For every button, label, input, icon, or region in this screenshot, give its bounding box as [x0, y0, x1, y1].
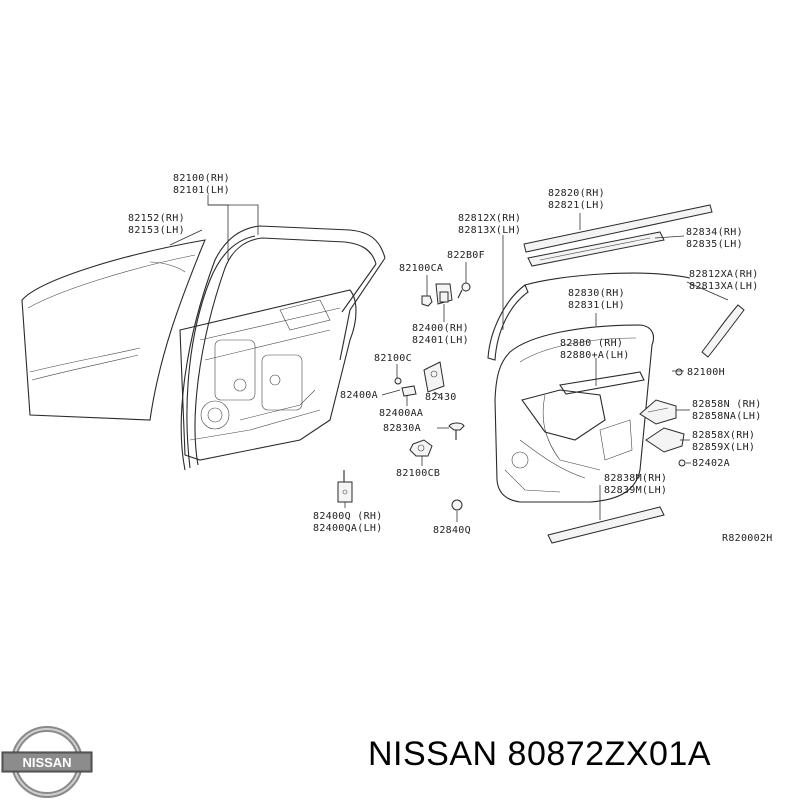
part-82402a-screw	[678, 459, 686, 467]
diagram-reference-code: R820002H	[722, 533, 773, 544]
label-82838m: 82838M(RH)	[604, 473, 667, 484]
callout-labels: 82100(RH) 82101(LH) 82152(RH) 82153(LH) …	[128, 173, 773, 544]
door-outer-panel	[21, 239, 206, 421]
part-82830a-clip	[448, 422, 465, 440]
part-82858x-bracket	[645, 427, 685, 453]
label-82812xa: 82812XA(RH)	[689, 269, 759, 280]
label-822b0f: 822B0F	[447, 250, 485, 261]
part-82100h-clip	[675, 368, 683, 376]
label-82858na: 82858NA(LH)	[692, 411, 762, 422]
label-82400q: 82400Q (RH)	[313, 511, 383, 522]
part-822b0f	[457, 282, 471, 299]
label-82100cb: 82100CB	[396, 468, 440, 479]
label-82880: 82880 (RH)	[560, 338, 623, 349]
label-82880a: 82880+A(LH)	[560, 350, 630, 361]
label-82839m: 82839M(LH)	[604, 485, 667, 496]
part-82400-hinge-upper	[435, 283, 453, 305]
part-82400q-bracket	[337, 470, 353, 503]
label-82401: 82401(LH)	[412, 335, 469, 346]
strip-82838m	[547, 506, 665, 544]
label-82830a: 82830A	[383, 423, 421, 434]
door-inner-frame	[179, 225, 386, 471]
label-82813xa: 82813XA(LH)	[689, 281, 759, 292]
sash-trim-82812xa	[701, 304, 745, 358]
label-82402a: 82402A	[692, 458, 730, 469]
door-trim-panel-82830	[494, 324, 655, 503]
armrest-82880	[559, 371, 645, 395]
label-82821: 82821(LH)	[548, 200, 605, 211]
part-82100cb-bolt	[409, 439, 433, 457]
label-82430: 82430	[425, 392, 457, 403]
label-82100h: 82100H	[687, 367, 725, 378]
label-82152: 82152(RH)	[128, 213, 185, 224]
label-82400qa: 82400QA(LH)	[313, 523, 383, 534]
nissan-logo: NISSAN	[1, 726, 93, 798]
part-82858n-bracket	[639, 399, 677, 425]
label-82100ca: 82100CA	[399, 263, 443, 274]
weatherstrip-82834	[527, 231, 665, 267]
label-82840q: 82840Q	[433, 525, 471, 536]
label-82820: 82820(RH)	[548, 188, 605, 199]
label-82858n: 82858N (RH)	[692, 399, 762, 410]
label-82831: 82831(LH)	[568, 300, 625, 311]
label-82834: 82834(RH)	[686, 227, 743, 238]
sash-trim-82812x	[487, 272, 691, 361]
label-82859x: 82859X(LH)	[692, 442, 755, 453]
label-82400a: 82400A	[340, 390, 378, 401]
label-82835: 82835(LH)	[686, 239, 743, 250]
part-number-caption: NISSAN 80872ZX01A	[368, 735, 712, 773]
label-82400: 82400(RH)	[412, 323, 469, 334]
label-82101: 82101(LH)	[173, 185, 230, 196]
label-82153: 82153(LH)	[128, 225, 185, 236]
part-82430-link	[423, 361, 445, 393]
part-82100ca-bolt	[421, 295, 433, 307]
label-82400aa: 82400AA	[379, 408, 423, 419]
part-82840q-plug	[451, 499, 463, 511]
leader-lines	[169, 195, 729, 522]
label-82100: 82100(RH)	[173, 173, 230, 184]
moulding-82820	[523, 204, 713, 253]
part-82400a-hinge-lower	[394, 377, 417, 397]
label-82812x: 82812X(RH)	[458, 213, 521, 224]
label-82858x: 82858X(RH)	[692, 430, 755, 441]
label-82830: 82830(RH)	[568, 288, 625, 299]
label-82100c: 82100C	[374, 353, 412, 364]
nissan-logo-text: NISSAN	[22, 755, 71, 770]
label-82813x: 82813X(LH)	[458, 225, 521, 236]
